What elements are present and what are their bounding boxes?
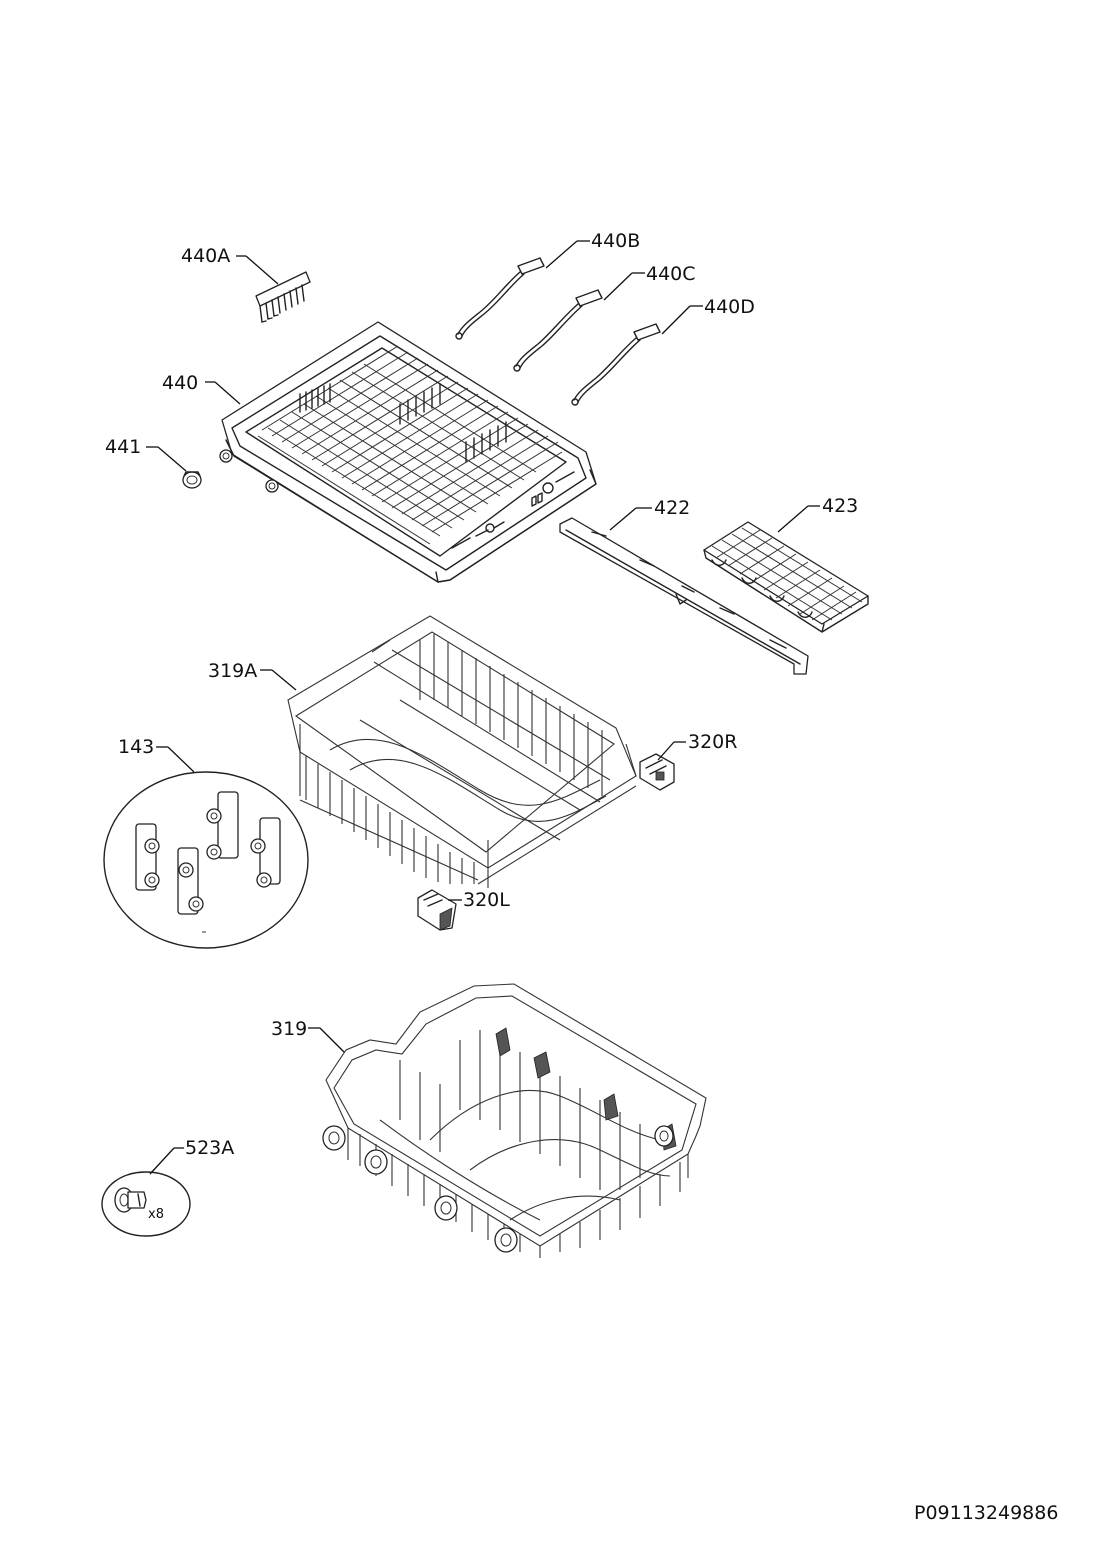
lower-basket-wheels (322, 1125, 674, 1253)
part-523A-wheel-callout (101, 1171, 191, 1237)
label-440B: 440B (591, 230, 640, 252)
leader-440-line (214, 381, 241, 405)
quantity-523A: x8 (148, 1207, 164, 1222)
leader-440B-line (545, 240, 578, 269)
label-422: 422 (654, 497, 690, 519)
label-440C: 440C (646, 263, 696, 285)
part-422-rail (559, 517, 809, 675)
part-319A-upper-basket (287, 615, 637, 888)
label-423: 423 (822, 495, 858, 517)
leader-440C-line (603, 272, 633, 301)
label-319A: 319A (208, 660, 257, 682)
leader-440D-line (661, 305, 691, 335)
roller-unit-2 (206, 791, 239, 860)
part-440-cutlery-tray (219, 321, 597, 583)
part-440C-wire-holder (513, 289, 603, 372)
label-441: 441 (105, 436, 141, 458)
label-320R: 320R (688, 731, 737, 753)
roller-unit-4 (250, 817, 281, 888)
label-143: 143 (118, 736, 154, 758)
part-423-grid-rack (703, 521, 869, 633)
label-320L: 320L (463, 889, 510, 911)
label-523A: 523A (185, 1137, 234, 1159)
part-319-lower-basket (322, 983, 707, 1258)
leader-523A-line (149, 1147, 175, 1175)
roller-unit-3 (177, 847, 204, 915)
leader-440A-line (245, 255, 279, 285)
part-143-roller-set (103, 771, 309, 949)
label-440A: 440A (181, 245, 230, 267)
part-440B-wire-holder (455, 257, 545, 340)
leader-320R-line (657, 741, 675, 761)
part-320R-clip (639, 753, 675, 791)
part-440A-comb (255, 271, 311, 323)
leader-319A-line (271, 669, 297, 691)
label-440: 440 (162, 372, 198, 394)
label-440D: 440D (704, 296, 755, 318)
part-441-wheel (182, 471, 202, 489)
roller-unit-1 (135, 823, 160, 891)
label-319: 319 (271, 1018, 307, 1040)
leader-143-line (167, 746, 195, 773)
reference-code: P09113249886 (914, 1502, 1058, 1524)
leader-423-line (777, 505, 809, 533)
part-320L-clip (417, 889, 457, 931)
part-440D-wire-holder (571, 323, 661, 406)
leader-441-line (157, 446, 187, 472)
leader-422-line (609, 507, 637, 531)
leader-319-line (319, 1027, 345, 1053)
